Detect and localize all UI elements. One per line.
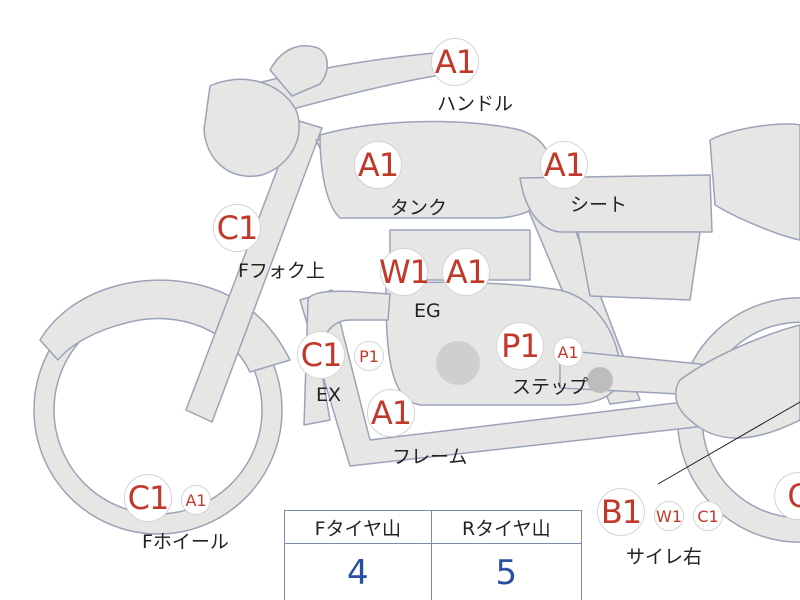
step-label: ステップ: [512, 376, 589, 398]
silencer-callout-line: [657, 401, 800, 485]
exhaust-code-badge-1: C1: [297, 331, 345, 379]
wheel-label: Fホイール: [142, 531, 229, 553]
frame-label: フレーム: [392, 446, 468, 468]
silencer-code-badge-1: B1: [597, 488, 645, 536]
silencer: [674, 324, 800, 439]
rear-cowl: [709, 123, 800, 241]
engine-label: EG: [414, 300, 441, 322]
engine-code-badge-1: W1: [379, 248, 430, 296]
mirror: [269, 45, 328, 97]
rear-tire-tread-header: Rタイヤ山: [430, 510, 583, 544]
rear-tire-tread-value: 5: [430, 543, 583, 600]
tank-code-badge: A1: [354, 141, 402, 189]
engine-code-badge-2: A1: [442, 248, 490, 296]
headlight: [203, 78, 300, 178]
exhaust-code-badge-2: P1: [354, 341, 384, 371]
fork-code-badge: C1: [213, 204, 261, 252]
footpeg: [587, 367, 613, 393]
wheel-code-badge-2: A1: [181, 485, 211, 515]
side-cover: [577, 231, 701, 301]
engine-cover: [436, 341, 480, 385]
silencer-label: サイレ右: [626, 546, 703, 568]
tire-tread-table: Fタイヤ山 Rタイヤ山 4 5: [284, 510, 583, 600]
step-code-badge-2: A1: [553, 337, 583, 367]
front-tire-tread-header: Fタイヤ山: [284, 510, 432, 544]
seat-label: シート: [570, 194, 628, 216]
front-tire-tread-value: 4: [284, 543, 432, 600]
front-fork: [185, 119, 323, 423]
exhaust-label: EX: [316, 384, 342, 406]
seat-code-badge: A1: [540, 141, 588, 189]
silencer-code-badge-2: W1: [654, 501, 684, 531]
fork-label: Fフォク上: [238, 260, 325, 282]
step-code-badge-1: P1: [496, 322, 544, 370]
handle-label: ハンドル: [437, 93, 514, 115]
silencer-code-badge-3: C1: [693, 501, 723, 531]
handle-code-badge: A1: [431, 38, 479, 86]
frame-code-badge: A1: [367, 389, 415, 437]
wheel-code-badge-1: C1: [124, 474, 172, 522]
tank-label: タンク: [390, 197, 448, 219]
